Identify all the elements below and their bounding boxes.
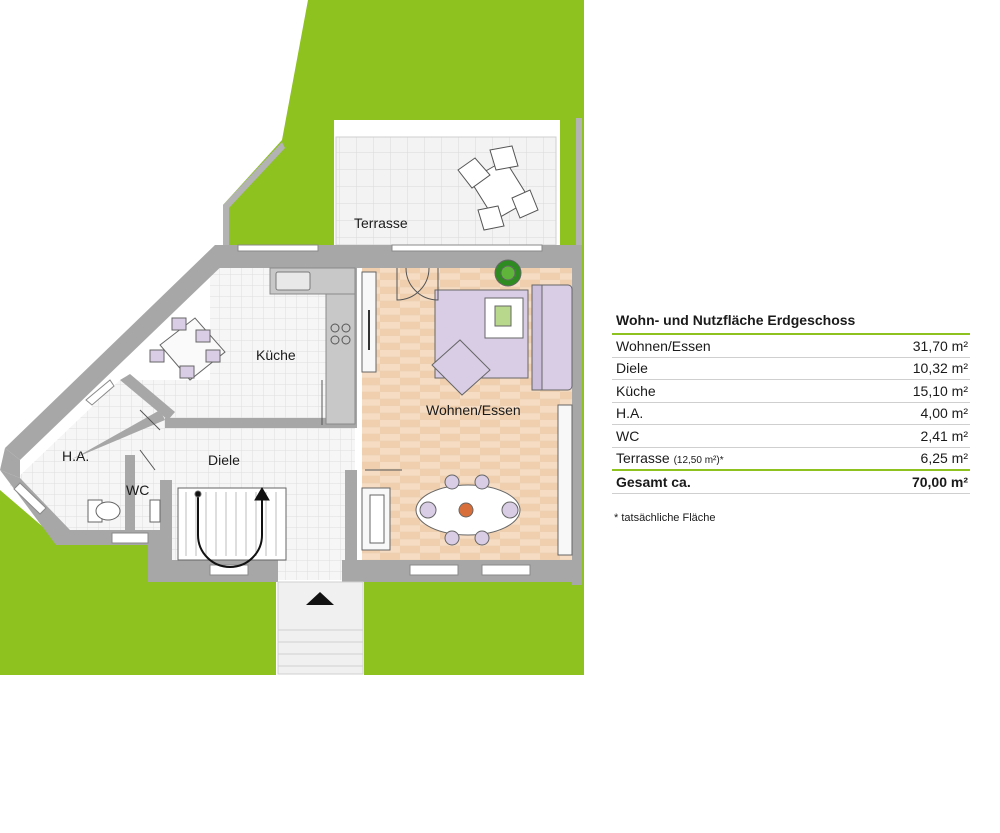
room-label-ha: H.A.: [62, 448, 89, 464]
area-row: Wohnen/Essen 31,70 m²: [612, 335, 970, 358]
area-row-name: WC: [616, 427, 640, 444]
room-label-wc: WC: [126, 482, 149, 498]
footnote: * tatsächliche Fläche: [614, 512, 716, 524]
area-total-value: 70,00 m²: [911, 474, 968, 490]
kitchen-counters: [269, 267, 356, 425]
area-total-name: Gesamt ca.: [616, 474, 691, 490]
area-row: Küche 15,10 m²: [612, 380, 970, 403]
area-row-name: Terrasse (12,50 m²)*: [616, 450, 724, 466]
area-row-value: 31,70 m²: [912, 337, 968, 354]
area-row-value: 4,00 m²: [920, 405, 968, 422]
area-row-value: 2,41 m²: [920, 427, 968, 444]
area-row-name: Diele: [616, 360, 648, 377]
divider: [612, 469, 970, 471]
area-row-terrasse-note: (12,50 m²)*: [673, 455, 724, 467]
floor-plan: Terrasse Küche Wohnen/Essen H.A. Diele W…: [0, 0, 584, 675]
room-label-diele: Diele: [208, 452, 240, 468]
doors: [139, 267, 439, 471]
area-row-terrasse-name: Terrasse: [616, 450, 670, 467]
wc-fixtures: [87, 499, 161, 523]
grass-area: [0, 0, 584, 675]
area-row-name: Wohnen/Essen: [616, 337, 711, 354]
area-row: H.A. 4,00 m²: [612, 403, 970, 425]
room-label-wohnen: Wohnen/Essen: [426, 402, 521, 418]
windows: [13, 244, 543, 576]
area-row: Diele 10,32 m²: [612, 358, 970, 380]
staircase: [177, 487, 287, 568]
area-row-name: H.A.: [616, 405, 644, 422]
area-table: Wohn- und Nutzfläche Erdgeschoss Wohnen/…: [612, 312, 970, 494]
area-rows: Wohnen/Essen 31,70 m² Diele 10,32 m² Küc…: [612, 335, 970, 469]
divider: [612, 333, 970, 335]
area-row-name: Küche: [616, 382, 656, 399]
room-label-terrasse: Terrasse: [354, 215, 408, 231]
area-row-value: 15,10 m²: [912, 382, 968, 399]
terrace-side-walls: [223, 118, 582, 260]
area-row-terrasse: Terrasse (12,50 m²)* 6,25 m²: [612, 448, 970, 470]
divider: [612, 493, 970, 494]
entrance-steps: [277, 581, 364, 675]
entrance-arrow-icon: [306, 592, 334, 605]
room-label-kueche: Küche: [256, 347, 296, 363]
area-row-value: 6,25 m²: [920, 450, 968, 467]
area-row: WC 2,41 m²: [612, 425, 970, 448]
area-row-value: 10,32 m²: [912, 360, 968, 377]
kitchen-table: [149, 317, 226, 381]
terrace-furniture: [457, 145, 539, 231]
living-furniture: [361, 259, 573, 556]
area-total-row: Gesamt ca. 70,00 m²: [612, 471, 970, 493]
area-table-title: Wohn- und Nutzfläche Erdgeschoss: [616, 312, 856, 328]
